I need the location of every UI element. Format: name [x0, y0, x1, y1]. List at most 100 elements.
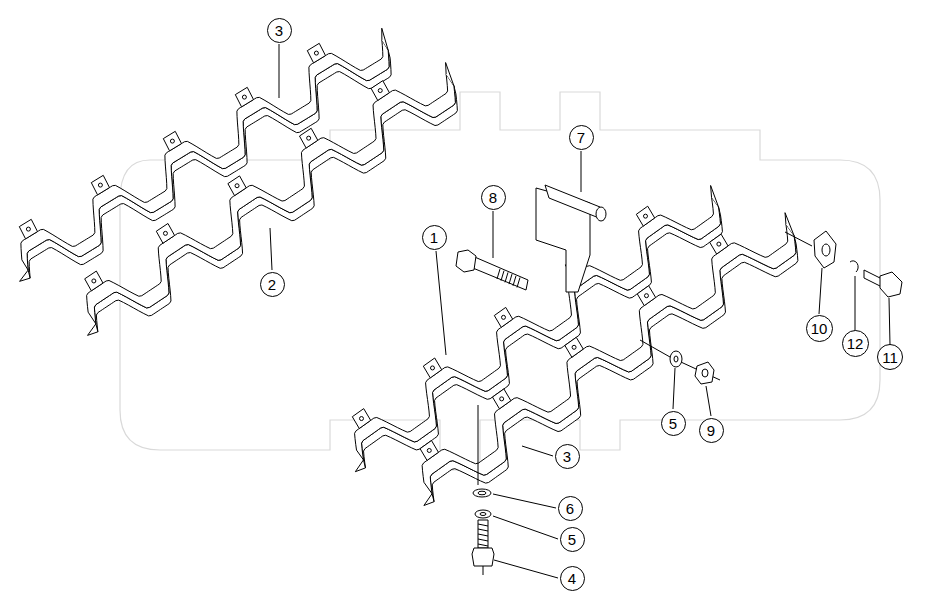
- nut: [695, 362, 714, 384]
- rail-tab: [91, 175, 109, 195]
- bolt-head: [472, 548, 494, 566]
- callout-circle: 5: [560, 527, 585, 552]
- rail-end: [20, 270, 31, 281]
- tab-hole: [643, 214, 647, 218]
- thread-line: [505, 272, 508, 282]
- bolt-shaft: [478, 520, 488, 548]
- washer: [670, 351, 682, 367]
- leader-line: [581, 151, 582, 192]
- rail-tab: [85, 271, 103, 291]
- tab-hole: [717, 242, 721, 246]
- leader-line: [493, 494, 556, 508]
- tab-hole: [572, 345, 576, 349]
- callout-number: 1: [430, 230, 438, 245]
- tab-hole: [359, 417, 363, 421]
- rail-end: [446, 63, 454, 86]
- bolt-head: [456, 250, 476, 272]
- leader-line: [493, 211, 494, 258]
- tab-hole: [644, 294, 648, 298]
- callout-number: 10: [811, 321, 828, 336]
- rail-tab: [565, 337, 583, 357]
- callout-circle: 3: [267, 18, 292, 43]
- thread-line: [509, 274, 512, 284]
- thread-line: [478, 529, 488, 531]
- thread-line: [478, 534, 488, 536]
- callout-circle: 2: [260, 272, 285, 297]
- tab-hole: [307, 136, 311, 140]
- washer-hole: [674, 356, 678, 362]
- callout-circle: 6: [558, 496, 583, 521]
- callout-circle: 11: [877, 344, 903, 370]
- rail-tab: [710, 234, 728, 254]
- tab-hole: [163, 231, 167, 235]
- callout-number: 12: [847, 336, 864, 351]
- bolt-head: [880, 272, 902, 297]
- clamp-hole: [822, 244, 830, 256]
- washer-hole: [478, 491, 486, 495]
- rail-tab: [492, 389, 510, 409]
- washer: [473, 489, 491, 497]
- pin-body: [545, 185, 604, 220]
- callout-number: 11: [882, 350, 898, 365]
- callout-circle: 12: [842, 330, 869, 357]
- pin-end: [596, 207, 606, 221]
- rail-tab: [494, 307, 512, 327]
- axis-line: [640, 340, 720, 380]
- tab-hole: [242, 95, 246, 99]
- rail-tab: [19, 219, 37, 239]
- rail-tab: [636, 206, 654, 226]
- callout-number: 2: [268, 277, 276, 292]
- axis-line: [483, 566, 484, 575]
- parts: [19, 28, 902, 578]
- rail-body: [422, 224, 796, 493]
- callout-circle: 7: [569, 125, 594, 150]
- rail-tab: [307, 43, 325, 63]
- leader-line: [494, 560, 558, 578]
- leader-line: [279, 44, 280, 98]
- rail-tab: [163, 131, 181, 151]
- rail-tab: [228, 176, 246, 196]
- thread-line: [501, 271, 504, 281]
- leader-line: [270, 228, 272, 270]
- callout-number: 4: [568, 571, 576, 586]
- rail-tab: [352, 409, 370, 429]
- circlip: [850, 261, 858, 272]
- axis-line: [785, 232, 812, 246]
- rail-upper-lower: [85, 63, 458, 336]
- tab-hole: [170, 139, 174, 143]
- leader-line: [819, 268, 822, 314]
- rail-end: [424, 494, 434, 506]
- callout-number: 8: [489, 190, 497, 205]
- thread-line: [513, 276, 516, 286]
- callout-number: 5: [669, 416, 677, 431]
- callout-number: 7: [577, 130, 585, 145]
- rail-tab: [156, 223, 174, 243]
- leader-line: [522, 446, 553, 456]
- tab-hole: [235, 184, 239, 188]
- rail-body: [87, 74, 456, 324]
- callout-number: 9: [707, 423, 715, 438]
- callout-circle: 10: [806, 315, 833, 342]
- tab-hole: [314, 51, 318, 55]
- callout-circle: 5: [661, 411, 686, 436]
- rail-tab: [299, 128, 317, 148]
- bolt-shaft: [468, 255, 528, 290]
- thread-line: [478, 544, 488, 546]
- callout-circle: 3: [555, 444, 580, 469]
- callout-number: 3: [275, 23, 283, 38]
- tab-hole: [26, 227, 30, 231]
- nut-hole: [702, 369, 708, 377]
- callout-circle: 9: [699, 418, 724, 443]
- washer: [475, 510, 491, 518]
- callout-circle: 8: [481, 185, 506, 210]
- leader-line: [706, 386, 711, 416]
- tab-hole: [98, 183, 102, 187]
- leader-line: [889, 298, 890, 345]
- leader-line: [493, 516, 558, 539]
- callout-number: 3: [563, 449, 571, 464]
- leader-line: [436, 251, 446, 355]
- rail-front-lower: [420, 213, 798, 506]
- leader-line: [673, 368, 675, 409]
- callout-circle: 1: [422, 225, 447, 250]
